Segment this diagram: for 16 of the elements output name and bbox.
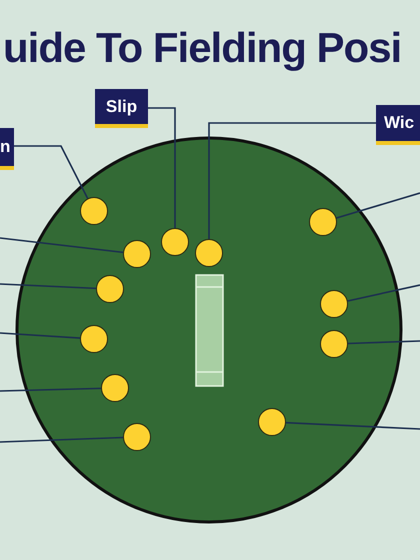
leader-line [0,332,80,339]
leader-line [148,107,176,228]
position-tag: Slip [95,89,148,128]
leader-line [336,192,420,219]
position-tag: Wic [376,105,420,145]
leader-line [0,283,96,290]
leader-line [0,388,102,392]
page-title: uide To Fielding Posi [3,27,402,69]
leader-line [0,237,124,254]
leader-line [14,145,88,199]
position-tag: n [0,128,14,170]
leader-line [286,422,420,430]
leader-line [0,436,124,443]
leader-line [348,340,420,344]
leader-line [348,284,420,302]
leader-line [208,122,376,239]
